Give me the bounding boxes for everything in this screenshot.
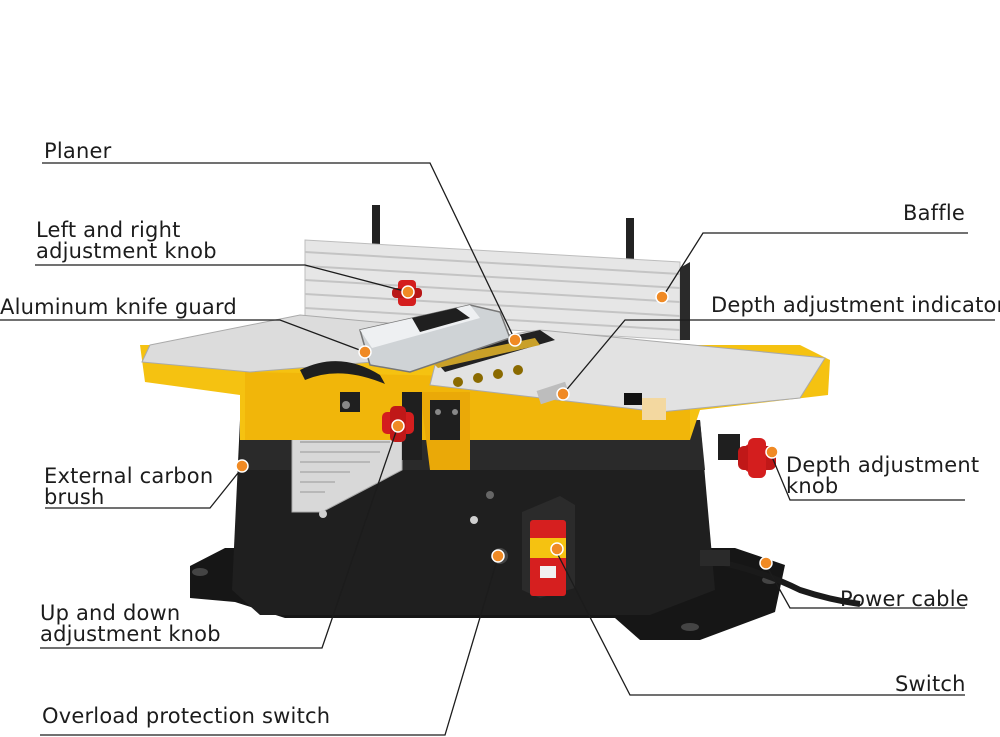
- label-carbon-line1: External carbon: [44, 464, 214, 488]
- label-knife-guard: Aluminum knife guard: [0, 295, 237, 319]
- power-switch: [522, 496, 575, 598]
- label-depth-knob-line1: Depth adjustment: [786, 453, 980, 477]
- depth-indicator-tab: [536, 381, 666, 420]
- label-updown-line1: Up and down: [40, 601, 181, 625]
- label-carbon-line2: brush: [44, 485, 105, 509]
- marker-up-down-knob: [391, 419, 405, 433]
- marker-power-cable: [759, 556, 773, 570]
- label-overload: Overload protection switch: [42, 704, 331, 728]
- label-updown-line2: adjustment knob: [40, 622, 221, 646]
- label-planer: Planer: [44, 139, 112, 163]
- marker-switch: [550, 542, 564, 556]
- label-lr-knob-line2: adjustment knob: [36, 239, 217, 263]
- callout-markers: [235, 285, 779, 570]
- label-switch: Switch: [895, 672, 966, 696]
- spec-plate: [291, 431, 403, 513]
- marker-depth-knob: [765, 445, 779, 459]
- label-depth-knob-line2: knob: [786, 474, 839, 498]
- label-lr-knob-line1: Left and right: [36, 218, 181, 242]
- label-power-cable: Power cable: [840, 587, 969, 611]
- knife-guard: [300, 304, 511, 384]
- marker-left-right-knob: [401, 285, 415, 299]
- marker-baffle: [655, 290, 669, 304]
- leader-lines: [0, 162, 995, 736]
- marker-carbon-brush: [235, 459, 249, 473]
- marker-depth-indicator: [556, 387, 570, 401]
- label-depth-indicator: Depth adjustment indicator: [711, 293, 1000, 317]
- power-cable: [700, 550, 861, 607]
- marker-knife-guard: [358, 345, 372, 359]
- marker-overload-switch: [491, 549, 505, 563]
- label-baffle: Baffle: [903, 201, 966, 225]
- marker-planer: [508, 333, 522, 347]
